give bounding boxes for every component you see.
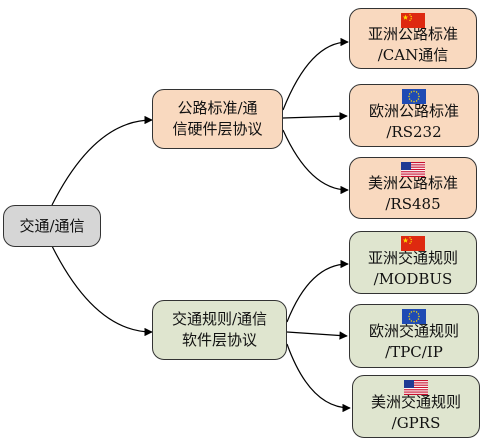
asia-traffic-rule-node: 亚洲交通规则 /MODBUS	[349, 231, 477, 294]
edge-hardware-to-asia	[282, 37, 349, 111]
software-protocol-label-line1: 交通规则/通信	[171, 310, 268, 328]
china-flag-icon	[401, 236, 425, 251]
edge-hardware-to-america	[282, 129, 349, 195]
europe-traffic-rule-line1: 欧洲交通规则	[368, 322, 459, 340]
edge-software-to-europe	[286, 331, 348, 340]
china-flag-icon	[401, 13, 425, 28]
edge-software-to-america	[286, 343, 351, 413]
asia-traffic-rule-line1: 亚洲交通规则	[367, 248, 458, 267]
asia-road-standard-line1: 亚洲公路标准	[367, 24, 458, 43]
asia-road-standard-node: 亚洲公路标准 /CAN通信	[349, 8, 477, 69]
edge-root-to-hardware	[51, 115, 153, 206]
america-road-standard-line2: /RS485	[385, 195, 441, 213]
europe-traffic-rule-line2: /TPC/IP	[385, 343, 443, 361]
europe-road-standard-line1: 欧洲公路标准	[368, 101, 459, 120]
asia-traffic-rule-line2: /MODBUS	[373, 269, 453, 288]
us-flag-icon	[404, 380, 428, 395]
software-protocol-label-line2: 软件层协议	[181, 331, 257, 349]
eu-flag-icon	[402, 309, 426, 324]
eu-flag-icon	[402, 89, 426, 104]
root-label: 交通/通信	[19, 216, 85, 235]
us-flag-icon	[401, 162, 425, 177]
america-traffic-rule-line2: /GPRS	[391, 413, 441, 432]
europe-road-standard-node: 欧洲公路标准 /RS232	[349, 84, 479, 147]
edge-root-to-software	[51, 245, 153, 337]
edge-software-to-asia	[286, 259, 349, 323]
europe-traffic-rule-node: 欧洲交通规则 /TPC/IP	[349, 304, 479, 368]
america-traffic-rule-line1: 美洲交通规则	[370, 392, 461, 411]
america-traffic-rule-node: 美洲交通规则 /GPRS	[352, 375, 480, 438]
root-node: 交通/通信	[3, 205, 101, 247]
hardware-protocol-label-line2: 信硬件层协议	[172, 120, 263, 138]
hardware-protocol-label-line1: 公路标准/通	[177, 99, 258, 117]
software-protocol-node: 交通规则/通信 软件层协议	[152, 300, 287, 360]
america-road-standard-line1: 美洲公路标准	[367, 174, 458, 192]
asia-road-standard-line2: /CAN通信	[377, 45, 449, 64]
america-road-standard-node: 美洲公路标准 /RS485	[349, 157, 477, 219]
hardware-protocol-node: 公路标准/通 信硬件层协议	[152, 89, 283, 149]
europe-road-standard-line2: /RS232	[386, 122, 442, 141]
edge-hardware-to-europe	[282, 112, 348, 121]
